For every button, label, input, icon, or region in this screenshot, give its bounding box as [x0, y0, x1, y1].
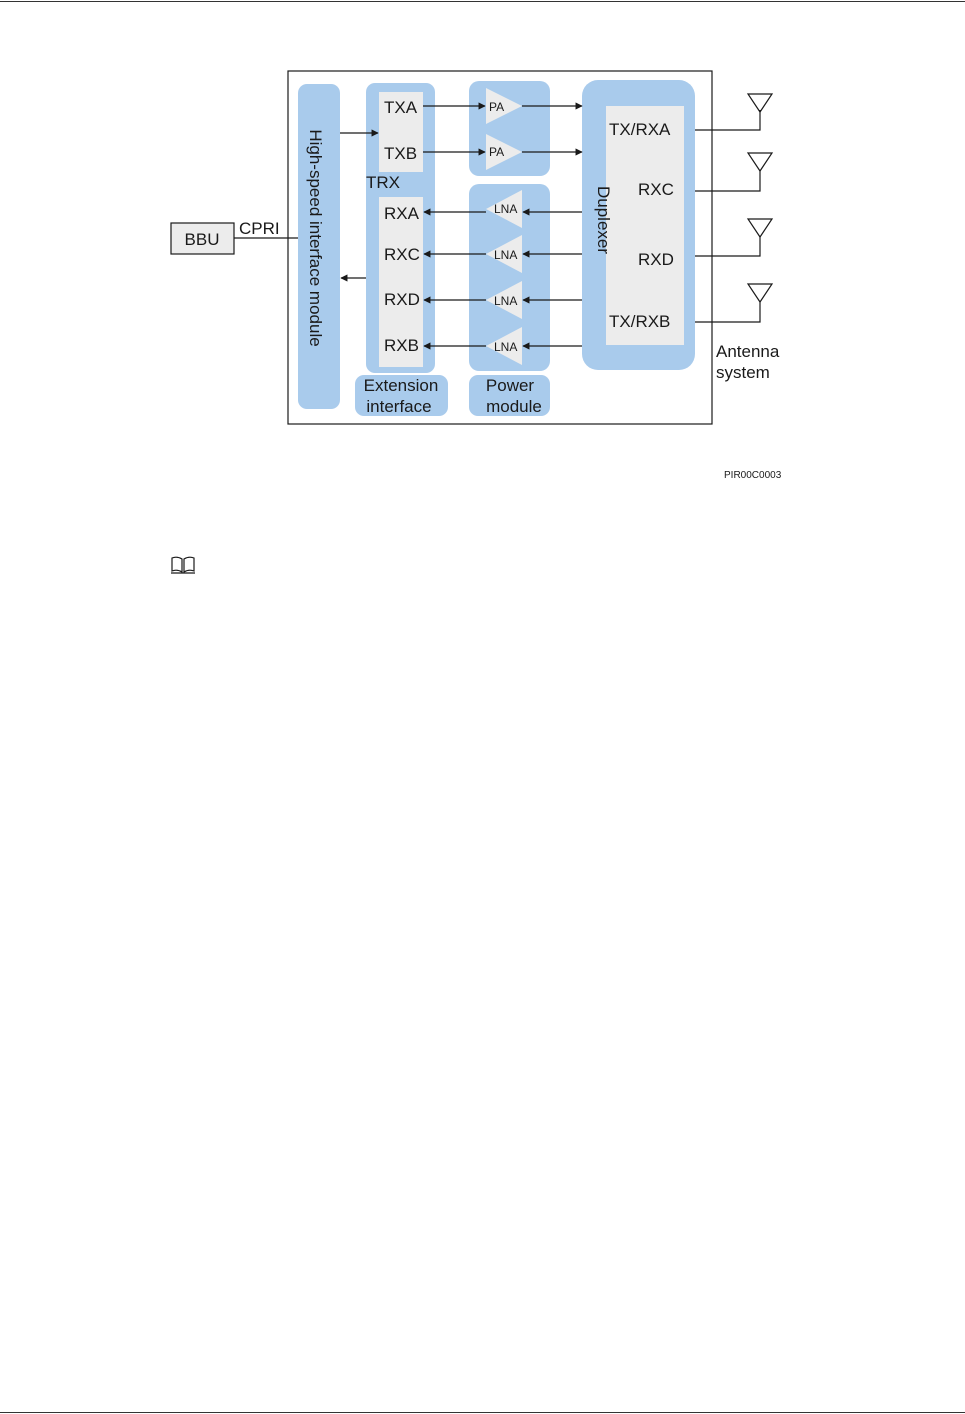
cpri-label: CPRI [239, 219, 280, 238]
trx-label: TRX [366, 173, 400, 192]
duplexer-port-rxc: RXC [638, 180, 674, 199]
lna-label-3: LNA [494, 294, 517, 308]
duplexer-port-rxd: RXD [638, 250, 674, 269]
footer-rule [0, 1412, 965, 1413]
antenna-feed-2 [695, 170, 760, 191]
duplexer-port-txrxa: TX/RXA [609, 120, 671, 139]
duplexer-port-txrxb: TX/RXB [609, 312, 670, 331]
pa-label-1: PA [489, 100, 504, 114]
tx-port-a: TXA [384, 98, 418, 117]
duplexer-inner [606, 106, 684, 345]
antenna-system-label-1: Antenna [716, 342, 780, 361]
antenna-feed-3 [695, 236, 760, 256]
rx-port-b: RXB [384, 336, 419, 355]
antenna-icon-3 [748, 219, 772, 237]
lna-label-4: LNA [494, 340, 517, 354]
pa-label-2: PA [489, 145, 504, 159]
figure-code: PIR00C0003 [724, 470, 782, 481]
tx-port-b: TXB [384, 144, 417, 163]
antenna-system-label-2: system [716, 363, 770, 382]
antenna-icon-4 [748, 284, 772, 302]
rx-port-c: RXC [384, 245, 420, 264]
pa-block [469, 81, 550, 176]
rx-port-a: RXA [384, 204, 420, 223]
rru-block-diagram: High-speed interface module TRX TXA TXB … [0, 0, 965, 500]
antenna-icon-1 [748, 94, 772, 112]
antenna-feed-1 [695, 110, 760, 130]
duplexer-label: Duplexer [594, 186, 613, 254]
power-module-label-1: Power [486, 376, 535, 395]
antenna-icon-2 [748, 153, 772, 171]
bbu-label: BBU [185, 230, 220, 249]
lna-label-1: LNA [494, 202, 517, 216]
rx-port-d: RXD [384, 290, 420, 309]
hsi-module-label: High-speed interface module [306, 129, 325, 346]
antenna-feed-4 [695, 302, 760, 322]
extension-interface-label-1: Extension [364, 376, 439, 395]
power-module-label-2: module [486, 397, 542, 416]
lna-label-2: LNA [494, 248, 517, 262]
extension-interface-label-2: interface [366, 397, 431, 416]
book-icon [170, 555, 196, 575]
